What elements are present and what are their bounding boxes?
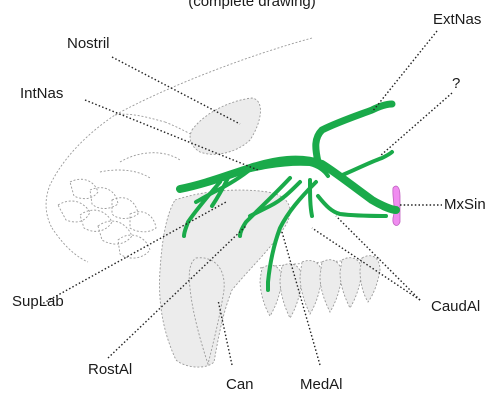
label-question: ? bbox=[452, 75, 460, 92]
maxillary-sinus bbox=[393, 186, 400, 225]
question-branch bbox=[340, 152, 392, 176]
label-suplab: SupLab bbox=[12, 293, 64, 310]
nasal-bone-shape bbox=[190, 98, 260, 154]
upper-teeth-left bbox=[58, 153, 180, 258]
upper-teeth-right bbox=[260, 256, 380, 318]
label-nostril: Nostril bbox=[67, 35, 110, 52]
label-rostal: RostAl bbox=[88, 361, 132, 378]
extnas-branch bbox=[316, 104, 392, 162]
label-mxsin: MxSin bbox=[444, 196, 486, 213]
label-medal: MedAl bbox=[300, 376, 343, 393]
label-extnas: ExtNas bbox=[433, 11, 481, 28]
caudal-branch-1 bbox=[310, 180, 312, 216]
label-can: Can bbox=[226, 376, 254, 393]
label-intnas: IntNas bbox=[20, 85, 63, 102]
label-caudal: CaudAl bbox=[431, 298, 480, 315]
title-partial: (complete drawing) bbox=[188, 0, 316, 10]
